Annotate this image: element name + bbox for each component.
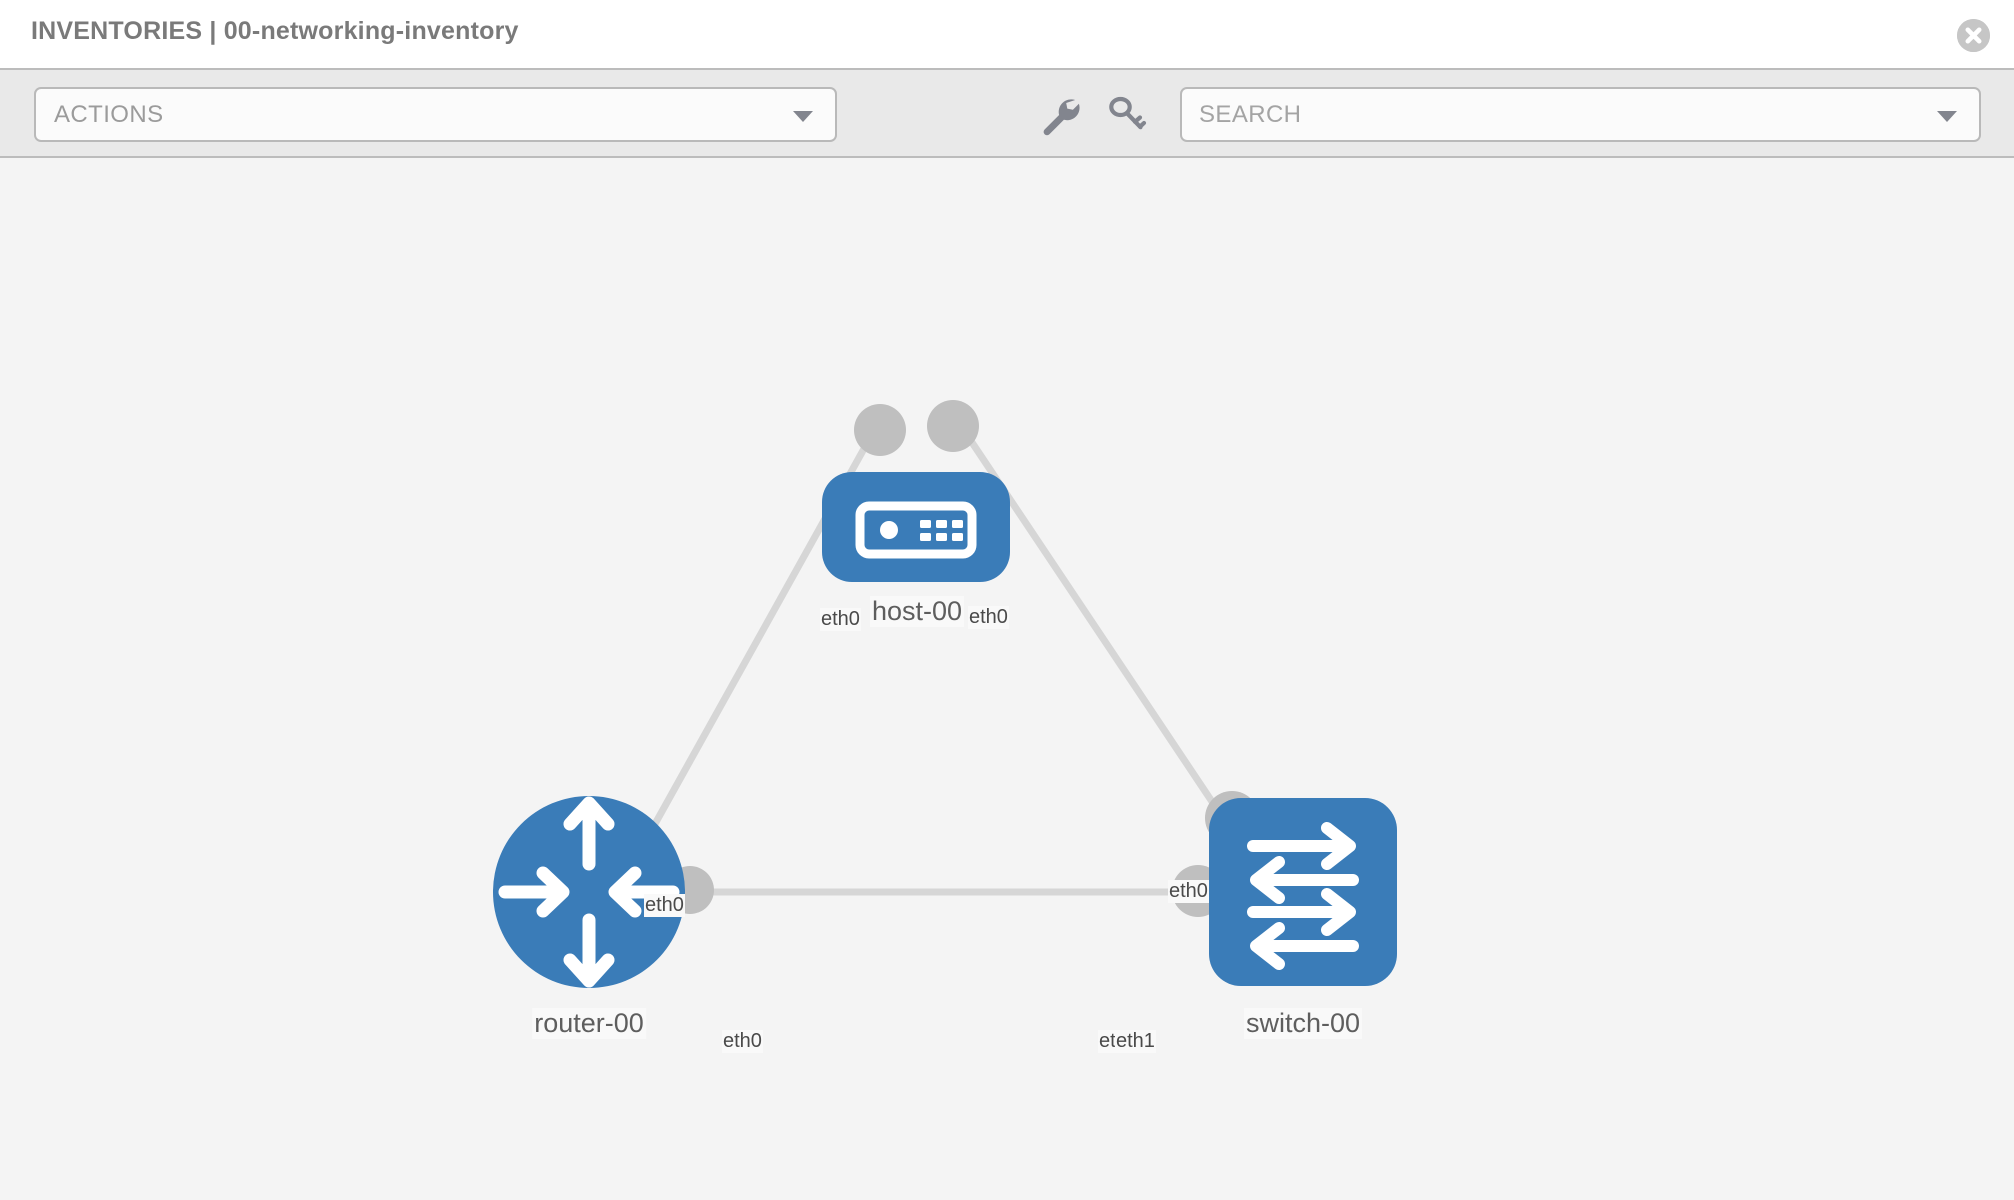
page-title: INVENTORIES | 00-networking-inventory — [31, 17, 519, 45]
interface-label-switch00-eth1: eth1 — [1115, 1030, 1156, 1053]
interface-label-host00-left: eth0 — [820, 608, 861, 631]
actions-dropdown[interactable]: ACTIONS — [34, 87, 837, 142]
node-label-switch-00: switch-00 — [1243, 1008, 1363, 1039]
key-icon[interactable] — [1104, 92, 1148, 136]
endpoint-host00-right — [927, 400, 979, 452]
interface-label-host00-right: eth0 — [968, 606, 1009, 629]
toolbar: ACTIONS SEARCH — [0, 68, 2014, 158]
node-router-00 — [493, 796, 685, 988]
switch-arrows-icon — [1247, 822, 1359, 970]
topology-canvas[interactable]: host-00 router-00 switch-00 eth0 eth0 et… — [0, 158, 2014, 1200]
search-input[interactable]: SEARCH — [1180, 87, 1981, 142]
topology-graph — [493, 400, 1397, 988]
interface-label-switch00-uplink: eth0 — [1168, 880, 1209, 903]
actions-dropdown-label: ACTIONS — [54, 101, 164, 128]
interface-label-router00-eth0: eth0 — [722, 1030, 763, 1053]
node-switch-00 — [1209, 798, 1397, 986]
endpoint-host00-left — [854, 404, 906, 456]
wrench-icon[interactable] — [1037, 92, 1081, 136]
search-placeholder: SEARCH — [1199, 101, 1302, 128]
chevron-down-icon — [793, 110, 813, 122]
chevron-down-icon[interactable] — [1937, 110, 1957, 122]
node-label-router-00: router-00 — [532, 1008, 646, 1039]
router-arrows-icon — [498, 796, 680, 988]
node-host-00 — [822, 472, 1010, 582]
node-label-host-00: host-00 — [869, 596, 965, 627]
server-icon — [855, 501, 977, 559]
interface-label-router00-uplink: eth0 — [644, 894, 685, 917]
close-icon[interactable] — [1957, 19, 1990, 52]
page-header: INVENTORIES | 00-networking-inventory — [0, 0, 2014, 68]
